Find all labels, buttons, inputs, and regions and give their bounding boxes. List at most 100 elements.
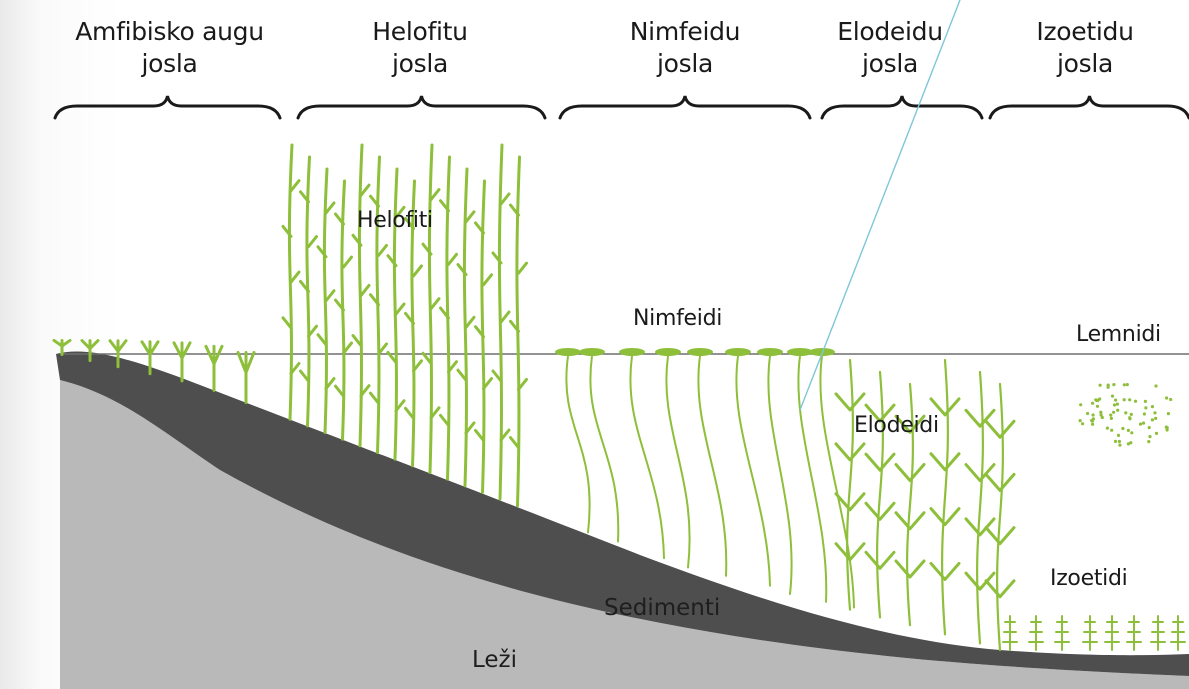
- lemnid-dot: [1110, 417, 1113, 420]
- nymphaeid-stem: [768, 356, 791, 594]
- lemnid-dot: [1091, 423, 1094, 426]
- elodeid-branch: [986, 474, 1014, 490]
- lemnid-dot: [1154, 384, 1157, 387]
- lemnid-dot: [1151, 405, 1154, 408]
- floating-leaf: [725, 348, 751, 356]
- lemnid-dot: [1116, 409, 1119, 412]
- nymphaeid-stem: [698, 356, 726, 576]
- lemnid-dot: [1094, 398, 1097, 401]
- zone-brace: [55, 96, 280, 118]
- zone-label-nymphaeid: Nimfeidu josla: [580, 16, 790, 80]
- reed-leaf: [466, 212, 474, 222]
- reed-leaf: [501, 194, 509, 204]
- lemnid-dot: [1144, 406, 1147, 409]
- reed-leaf: [466, 317, 474, 327]
- lemnid-dot: [1139, 423, 1142, 426]
- lemnid-dot: [1100, 413, 1103, 416]
- label-lezi: Leži: [472, 647, 517, 673]
- reed-leaf: [309, 237, 317, 247]
- lemnid-dot: [1112, 411, 1115, 414]
- lemnid-dot: [1130, 431, 1133, 434]
- lemnid-dot: [1153, 411, 1156, 414]
- isoetid-plant: [1151, 616, 1165, 650]
- lemnid-dot: [1109, 414, 1112, 417]
- elodeid-stem: [997, 384, 1003, 650]
- isoetid-plant: [1171, 616, 1185, 650]
- floating-leaf: [619, 348, 645, 356]
- isoetid-plant: [1083, 616, 1097, 650]
- lemnid-dot: [1167, 412, 1170, 415]
- label-helofiti: Helofiti: [357, 208, 433, 233]
- zone-brace: [298, 96, 545, 118]
- floating-leaf: [687, 348, 713, 356]
- elodeid-branch: [931, 454, 959, 470]
- zone-brace: [990, 96, 1189, 118]
- reed-leaf: [431, 190, 439, 200]
- elodeid-branch: [931, 563, 959, 579]
- nymphaeid-stem: [666, 356, 689, 567]
- reed-leaf: [379, 245, 387, 255]
- reed-leaf: [326, 291, 334, 301]
- lemnid-dot: [1147, 440, 1150, 443]
- lemnid-dot: [1114, 399, 1117, 402]
- floating-leaf: [757, 348, 783, 356]
- lemnid-dot: [1092, 413, 1095, 416]
- lemnid-dot: [1128, 398, 1131, 401]
- label-lemnidi: Lemnidi: [1076, 322, 1161, 347]
- amphibious-plant: [206, 346, 222, 390]
- reed-leaf: [431, 299, 439, 309]
- zone-brace: [560, 96, 810, 118]
- elodeid-stem: [977, 372, 983, 643]
- lemnid-dot: [1142, 422, 1145, 425]
- lemnid-dot: [1118, 444, 1121, 447]
- lemnid-dot: [1127, 429, 1130, 432]
- lemnid-dot: [1092, 417, 1095, 420]
- lemnid-dot: [1148, 435, 1151, 438]
- label-sedimenti: Sedimenti: [604, 595, 720, 621]
- lemnid-dot: [1124, 411, 1127, 414]
- elodeid-branch: [866, 454, 894, 470]
- lemnid-dot: [1079, 419, 1082, 422]
- isoetid-plant: [1003, 616, 1017, 650]
- reed-leaf: [414, 266, 422, 276]
- lemnid-dot: [1081, 422, 1084, 425]
- floating-leaf: [555, 348, 581, 356]
- lemnid-dot: [1107, 384, 1110, 387]
- nymphaeid-stem: [566, 356, 589, 532]
- lemnid-dot: [1096, 405, 1099, 408]
- reed-leaf: [484, 275, 492, 285]
- lemnid-dot: [1079, 403, 1082, 406]
- nymphaeid-stem: [590, 356, 618, 542]
- nymphaeid-stem: [798, 356, 826, 602]
- reed-leaf: [291, 272, 299, 282]
- reed-leaf: [344, 257, 352, 267]
- lemnid-dot: [1154, 417, 1157, 420]
- reed-leaf: [326, 203, 334, 213]
- reed-leaf: [501, 312, 509, 322]
- isoetid-plant: [1029, 616, 1043, 650]
- lemnid-dot: [1098, 397, 1101, 400]
- elodeid-stem: [942, 360, 948, 634]
- amphibious-plant: [238, 352, 254, 402]
- lemnid-dot: [1169, 398, 1172, 401]
- lemnid-dot: [1126, 383, 1129, 386]
- lemnid-dot: [1123, 383, 1126, 386]
- floating-leaf: [579, 348, 605, 356]
- elodeid-branch: [986, 581, 1014, 597]
- lemnid-dot: [1128, 416, 1131, 419]
- lemnid-dot: [1113, 403, 1116, 406]
- lemnid-dot: [1099, 384, 1102, 387]
- elodeid-branch: [896, 561, 924, 577]
- reed-leaf: [361, 285, 369, 295]
- lemnid-dot: [1143, 412, 1146, 415]
- lemnid-dot: [1155, 432, 1158, 435]
- isoetid-plant: [1105, 616, 1119, 650]
- lemnid-dot: [1165, 396, 1168, 399]
- zone-label-isoetid: Izoetidu josla: [1010, 16, 1160, 80]
- lemnid-dot: [1111, 395, 1114, 398]
- label-elodeidi: Elodeidi: [854, 413, 939, 438]
- lemnid-dot: [1086, 412, 1089, 415]
- lemnid-dot: [1117, 434, 1120, 437]
